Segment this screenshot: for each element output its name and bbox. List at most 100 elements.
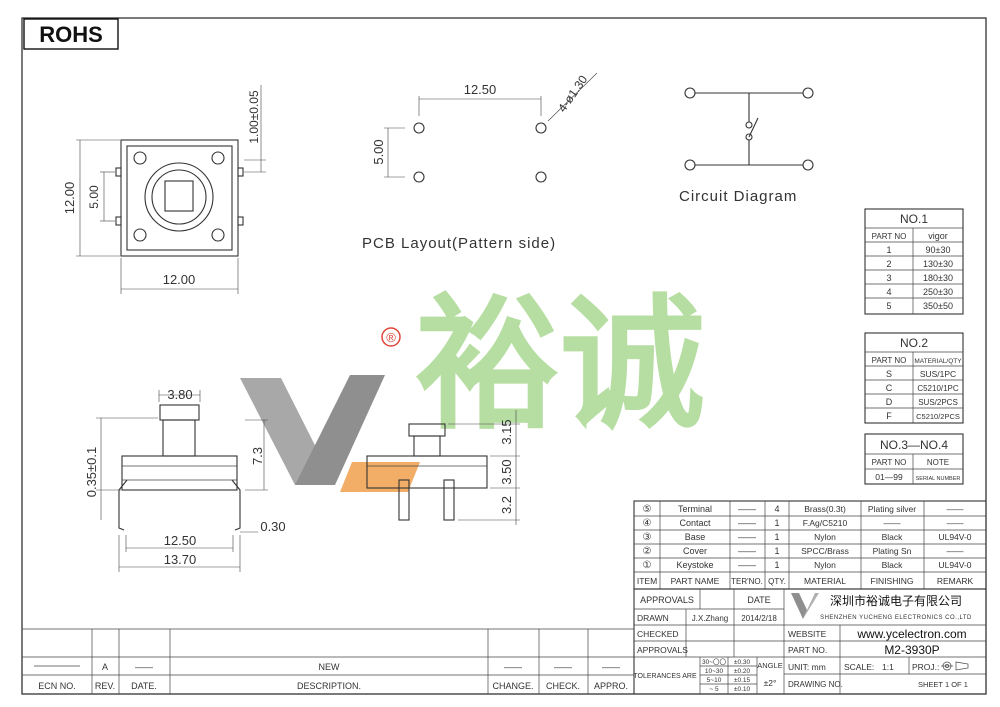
- rev-header: DATE.: [131, 681, 157, 691]
- no1-cell: 90±30: [926, 245, 951, 255]
- tol-cell: ±0.15: [734, 677, 751, 684]
- no2-cell: C: [886, 383, 893, 393]
- bom-cell: F.Ag/C5210: [803, 518, 848, 528]
- logo-v-right: [295, 375, 385, 485]
- no2-header: MATERIAL/QTY: [914, 358, 962, 365]
- bom-cell: ④: [643, 518, 652, 529]
- pcb-layout-title: PCB Layout(Pattern side): [362, 235, 556, 252]
- no2-cell: C5210/2PCS: [916, 412, 960, 421]
- bom-cell: Terminal: [678, 504, 712, 514]
- circuit-title: Circuit Diagram: [679, 188, 797, 205]
- website-label: WEBSITE: [788, 629, 827, 639]
- bom-cell: ——: [738, 504, 756, 514]
- rohs-box: [23, 18, 119, 50]
- drawn-label: DRAWN: [637, 613, 669, 623]
- company-name-cn: 深圳市裕诚电子有限公司: [830, 593, 962, 608]
- bom-cell: ⑤: [643, 504, 652, 515]
- bom-cell: SPCC/Brass: [801, 546, 849, 556]
- table-no2: NO.2 PART NO MATERIAL/QTY S SUS/1PC C C5…: [864, 332, 964, 424]
- bom-table: ⑤ Terminal —— 4 Brass(0.3t) Plating silv…: [633, 500, 987, 590]
- sheet-label: SHEET 1 OF 1: [918, 680, 968, 689]
- rev-header: ECN NO.: [38, 681, 76, 691]
- bom-cell: Plating silver: [868, 504, 916, 514]
- dim-side-top: 3.80: [167, 387, 192, 402]
- watermark-logo: ® 裕诚: [240, 281, 705, 492]
- tol-cell: ~ 5: [709, 686, 719, 693]
- side-view: 3.80 7.3 0.35±0.1 0.30 12.50 13.70: [84, 387, 286, 572]
- no2-cell: SUS/1PC: [920, 369, 956, 379]
- bom-cell: UL94V-0: [938, 560, 971, 570]
- rev-header: CHANGE.: [492, 681, 533, 691]
- bom-header: ITEM: [637, 576, 657, 586]
- checked-label: CHECKED: [637, 629, 679, 639]
- bom-cell: 1: [774, 518, 779, 528]
- dim-front-inner: 5.00: [87, 185, 101, 209]
- tolerances-label: TOLERANCES ARE: [633, 673, 697, 680]
- registered-symbol: ®: [386, 330, 396, 345]
- bom-cell: ——: [738, 532, 756, 542]
- top-view: 12.00 5.00 12.00 1.00±0.05: [62, 85, 266, 294]
- end-view: 3.15 3.50 3.2: [366, 410, 520, 525]
- table-no1: NO.1 PART NO vigor 1 90±30 2 130±30 3 18…: [864, 208, 964, 315]
- dim-front-height: 12.00: [62, 182, 77, 215]
- no1-cell: 2: [886, 259, 891, 269]
- no1-header: vigor: [928, 231, 948, 241]
- circuit-diagram: Circuit Diagram: [679, 87, 814, 205]
- bom-cell: Nylon: [814, 532, 836, 542]
- bom-cell: ——: [738, 518, 756, 528]
- date-label: DATE: [747, 595, 770, 605]
- no2-cell: C5210/1PC: [917, 384, 959, 393]
- no1-cell: 180±30: [923, 273, 953, 283]
- approvals2-label: APPROVALS: [637, 645, 688, 655]
- proj-label: PROJ.:: [912, 662, 939, 672]
- tol-cell: ±0.10: [734, 686, 751, 693]
- scale-value: 1:1: [882, 662, 894, 672]
- dim-pcb-holes: 4-ø1.30: [555, 72, 590, 114]
- dim-end-c: 3.2: [499, 496, 514, 514]
- dim-end-a: 3.15: [499, 419, 514, 444]
- no2-cell: D: [886, 397, 893, 407]
- bom-cell: ——: [884, 518, 902, 528]
- bom-header: REMARK: [937, 576, 974, 586]
- scale-label: SCALE:: [844, 662, 874, 672]
- company-logo-right: [803, 593, 819, 619]
- dim-pcb-pitch-x: 12.50: [464, 82, 497, 97]
- company-logo: [791, 593, 807, 619]
- watermark-chinese: 裕诚: [415, 281, 705, 450]
- projection-icon: [941, 661, 969, 671]
- unit-label: UNIT: mm: [788, 662, 826, 672]
- bom-cell: Black: [882, 532, 904, 542]
- bom-cell: Black: [882, 560, 904, 570]
- bom-header: QTY.: [768, 577, 786, 586]
- title-block: APPROVALS DATE DRAWN J.X.Zhang 2014/2/18…: [633, 588, 987, 695]
- bom-cell: 1: [774, 560, 779, 570]
- no3-cell: 01—99: [875, 472, 903, 482]
- bom-cell: Base: [685, 532, 706, 542]
- bom-cell: ③: [643, 532, 652, 543]
- tol-cell: 10~30: [705, 668, 724, 675]
- bom-cell: ②: [643, 546, 652, 557]
- dim-side-lead: 0.30: [260, 519, 285, 534]
- drawn-by: J.X.Zhang: [692, 614, 728, 623]
- rev-header: REV.: [95, 681, 115, 691]
- dim-side-span1: 12.50: [164, 533, 197, 548]
- revision-block: A —— NEW —— —— —— ECN NO. REV. DATE. DES…: [22, 628, 634, 694]
- rev-cell: A: [102, 662, 108, 672]
- bom-cell: 4: [774, 504, 779, 514]
- no1-cell: 4: [886, 287, 891, 297]
- bom-cell: UL94V-0: [938, 532, 971, 542]
- dim-side-span2: 13.70: [164, 552, 197, 567]
- no1-cell: 130±30: [923, 259, 953, 269]
- website-link[interactable]: www.ycelectron.com: [856, 627, 966, 641]
- no3-cell: SERIAL NUMBER: [916, 476, 961, 482]
- rev-header: APPRO.: [594, 681, 628, 691]
- tol-cell: ±0.20: [734, 668, 751, 675]
- no2-cell: F: [886, 411, 892, 421]
- dim-pcb-pitch-y: 5.00: [371, 139, 386, 164]
- part-no-label: PART NO.: [788, 645, 827, 655]
- no1-cell: 5: [886, 301, 891, 311]
- sheet-border: [21, 17, 987, 695]
- bom-cell: Contact: [679, 518, 711, 528]
- rev-cell: ——: [602, 662, 620, 672]
